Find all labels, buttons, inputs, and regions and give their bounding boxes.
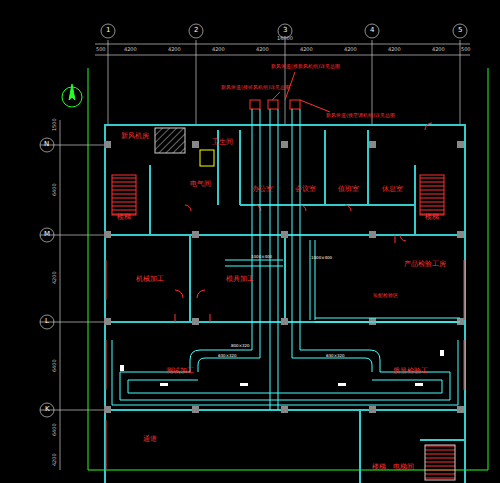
axis-number: 1	[106, 27, 110, 35]
dimension: 1500	[52, 118, 58, 131]
axis-number: N	[44, 141, 49, 149]
room-name: 电气间	[190, 181, 211, 189]
room-name: 通道	[143, 436, 157, 444]
room-label: 楼梯	[423, 213, 441, 223]
axis-number: 5	[458, 27, 462, 35]
room-label: 会议室	[293, 185, 318, 195]
room-name: 质量检验工	[393, 368, 428, 376]
room-label: 卫生间	[210, 138, 235, 148]
room-name: 卫生间	[212, 139, 233, 147]
room-name: 楼梯、电梯间	[372, 464, 414, 472]
room-label: 机械加工	[134, 275, 166, 285]
dimension: 4200	[212, 47, 225, 53]
room-name: 模具加工	[226, 276, 254, 284]
dimension: 4200	[432, 47, 445, 53]
dimension: 4200	[388, 47, 401, 53]
duct-size: 630×320	[326, 354, 345, 358]
axis-number: K	[45, 406, 50, 414]
room-label: 电气间	[188, 180, 213, 190]
callout-note: 新风管道(接空调机组)详见总图	[326, 113, 395, 119]
room-name: 机械加工	[136, 276, 164, 284]
room-name: 值班室	[338, 186, 359, 194]
room-name: 新风机房	[121, 133, 149, 141]
axis-number: 3	[283, 27, 287, 35]
axis-number: 4	[370, 27, 374, 35]
dimension: 6400	[52, 423, 58, 436]
room-name: 产品检验工房	[404, 261, 446, 269]
room-name: 休息室	[382, 186, 403, 194]
room-label: 模具加工	[224, 275, 256, 285]
room-label: 休息室	[380, 185, 405, 195]
dimension: 500	[96, 47, 106, 53]
duct-size: 1000×400	[311, 256, 332, 260]
dimension: 4200	[300, 47, 313, 53]
dimension: 6400	[52, 183, 58, 196]
room-name: 测试加工	[166, 368, 194, 376]
axis-number: M	[44, 231, 50, 239]
duct-size: 装配检验区	[373, 293, 398, 299]
dimension: 4200	[52, 453, 58, 466]
room-label: 楼梯、电梯间	[370, 463, 416, 473]
room-label: 新风机房	[119, 132, 151, 142]
room-name: 办公室	[252, 186, 273, 194]
room-label: 质量检验工	[391, 367, 430, 377]
room-label: 楼梯	[115, 213, 133, 223]
room-label: 测试加工	[164, 367, 196, 377]
room-name: 楼梯	[425, 214, 439, 222]
room-label: 办公室	[250, 185, 275, 195]
room-label: 通道	[141, 435, 159, 445]
room-label: 产品检验工房	[402, 260, 448, 270]
dimension: 16800	[277, 36, 293, 42]
dimension: 4200	[344, 47, 357, 53]
dimension: 4200	[52, 271, 58, 284]
dimension: 4200	[256, 47, 269, 53]
dimension: 4200	[168, 47, 181, 53]
room-label: 值班室	[336, 185, 361, 195]
dimension: 500	[461, 47, 471, 53]
duct-size: 630×320	[218, 354, 237, 358]
room-name: 楼梯	[117, 214, 131, 222]
room-name: 会议室	[295, 186, 316, 194]
duct-size: 1000×400	[251, 255, 272, 259]
axis-number: 2	[194, 27, 198, 35]
callout-note: 新风管道(接新风机组)详见总图	[271, 64, 340, 70]
dimension: 4200	[124, 47, 137, 53]
duct-size: 800×320	[231, 344, 250, 348]
axis-number: L	[45, 318, 49, 326]
callout-note: 新风管道(接排风机组)详见总图	[221, 85, 290, 91]
dimension: 6400	[52, 359, 58, 372]
